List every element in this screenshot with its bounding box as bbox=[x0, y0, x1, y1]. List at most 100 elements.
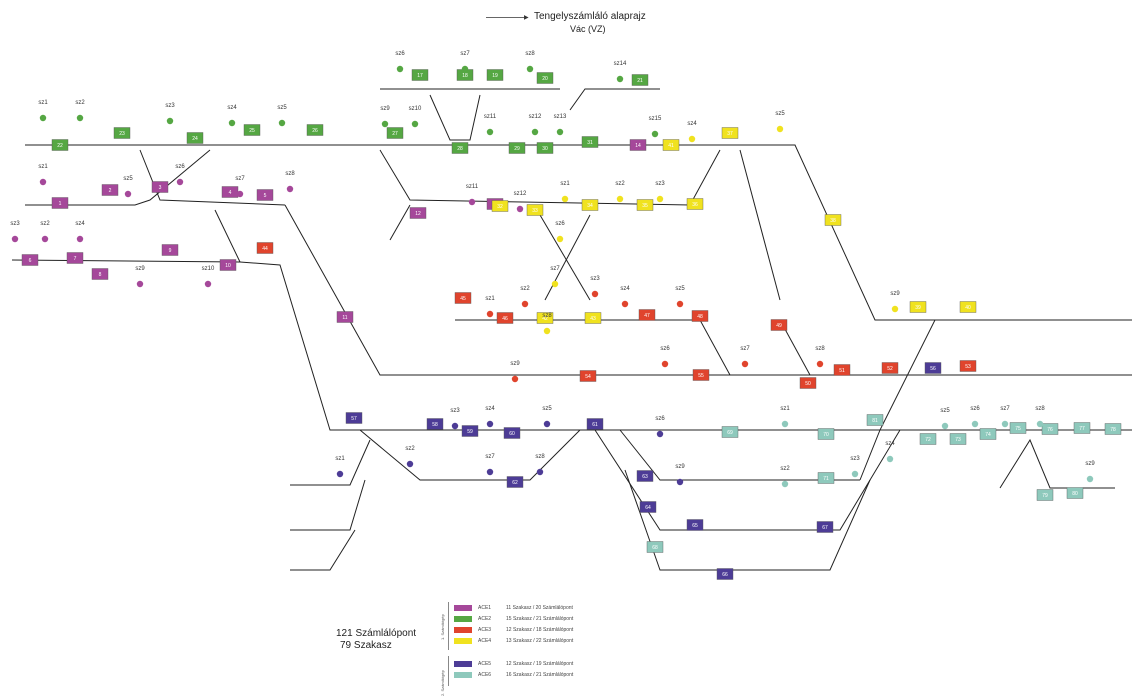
counting-point-label: sz4 bbox=[75, 221, 85, 227]
track-section-indigo bbox=[506, 476, 524, 488]
counting-point-label: sz6 bbox=[175, 164, 185, 170]
counting-point-label: sz5 bbox=[940, 408, 950, 414]
counting-point-purple bbox=[286, 185, 294, 193]
track-section-indigo bbox=[586, 418, 604, 430]
track-section-indigo bbox=[636, 470, 654, 482]
counting-point-teal bbox=[781, 420, 789, 428]
track-section-purple bbox=[151, 181, 169, 193]
track-section-label: 34 bbox=[587, 203, 593, 209]
track-section-purple bbox=[66, 252, 84, 264]
legend-code: ACE5 bbox=[478, 661, 492, 667]
track-section-label: 30 bbox=[542, 146, 548, 152]
counting-point-teal bbox=[886, 455, 894, 463]
track-line bbox=[619, 429, 860, 481]
track-section-label: 47 bbox=[644, 313, 650, 319]
track-section-label: 26 bbox=[312, 128, 318, 134]
track-section-teal bbox=[1041, 423, 1059, 435]
track-section-green bbox=[386, 127, 404, 139]
track-section-label: 29 bbox=[514, 146, 520, 152]
track-section-teal bbox=[1104, 423, 1122, 435]
counting-point-purple bbox=[76, 235, 84, 243]
counting-point-label: sz1 bbox=[335, 456, 345, 462]
track-section-label: 66 bbox=[722, 572, 728, 578]
track-section-label: 60 bbox=[509, 431, 515, 437]
counting-point-green bbox=[39, 114, 47, 122]
track-line bbox=[455, 319, 731, 376]
counting-point-label: sz9 bbox=[510, 361, 520, 367]
counting-point-teal bbox=[1086, 475, 1094, 483]
legend-item: ACE6 16 Szakasz / 21 Számlálópont bbox=[454, 671, 573, 679]
counting-point-yellow bbox=[556, 235, 564, 243]
track-section-purple bbox=[21, 254, 39, 266]
track-section-label: 36 bbox=[692, 202, 698, 208]
track-section-green bbox=[451, 142, 469, 154]
counting-point-label: sz3 bbox=[165, 103, 175, 109]
counting-point-teal bbox=[941, 422, 949, 430]
counting-point-indigo bbox=[336, 470, 344, 478]
track-section-label: 20 bbox=[542, 76, 548, 82]
counting-point-teal bbox=[781, 480, 789, 488]
counting-point-label: sz7 bbox=[235, 176, 245, 182]
track-section-label: 57 bbox=[351, 416, 357, 422]
counting-point-purple bbox=[236, 190, 244, 198]
counting-point-label: sz9 bbox=[135, 266, 145, 272]
legend-code: ACE4 bbox=[478, 638, 492, 644]
track-section-label: 48 bbox=[697, 314, 703, 320]
counting-point-indigo bbox=[656, 430, 664, 438]
counting-point-green bbox=[396, 65, 404, 73]
counting-point-purple bbox=[39, 178, 47, 186]
track-section-purple bbox=[101, 184, 119, 196]
counting-point-red bbox=[676, 300, 684, 308]
counting-point-yellow bbox=[891, 305, 899, 313]
arrow-right-icon: ▶ bbox=[524, 15, 529, 21]
counting-point-label: sz9 bbox=[890, 291, 900, 297]
counting-point-red bbox=[621, 300, 629, 308]
track-section-purple bbox=[51, 197, 69, 209]
counting-point-green bbox=[651, 130, 659, 138]
counting-point-red bbox=[661, 360, 669, 368]
counting-point-label: sz14 bbox=[614, 61, 627, 67]
counting-point-label: sz5 bbox=[675, 286, 685, 292]
track-section-label: 32 bbox=[497, 204, 503, 210]
counting-point-label: sz7 bbox=[550, 266, 560, 272]
counting-point-label: sz8 bbox=[535, 454, 545, 460]
counting-point-purple bbox=[516, 205, 524, 213]
track-section-label: 67 bbox=[822, 525, 828, 531]
track-section-red bbox=[454, 292, 472, 304]
counting-point-label: sz7 bbox=[460, 51, 470, 57]
track-section-label: 74 bbox=[985, 432, 991, 438]
track-section-teal bbox=[866, 414, 884, 426]
track-section-label: 19 bbox=[492, 73, 498, 79]
track-section-label: 35 bbox=[642, 203, 648, 209]
legend-group-bracket bbox=[448, 656, 449, 686]
track-line bbox=[25, 149, 211, 206]
track-section-label: 2 bbox=[109, 188, 112, 194]
track-section-teal bbox=[1009, 422, 1027, 434]
counting-point-label: sz4 bbox=[227, 105, 237, 111]
counting-point-label: sz8 bbox=[1035, 406, 1045, 412]
counting-point-green bbox=[531, 128, 539, 136]
track-section-purple bbox=[336, 311, 354, 323]
track-section-red bbox=[256, 242, 274, 254]
counting-point-indigo bbox=[486, 420, 494, 428]
track-section-label: 24 bbox=[192, 136, 198, 142]
track-section-teal bbox=[817, 472, 835, 484]
counting-point-label: sz3 bbox=[655, 181, 665, 187]
counting-point-label: sz5 bbox=[775, 111, 785, 117]
track-section-red bbox=[881, 362, 899, 374]
counting-point-label: sz9 bbox=[675, 464, 685, 470]
counting-point-yellow bbox=[688, 135, 696, 143]
counting-point-indigo bbox=[543, 420, 551, 428]
track-section-indigo bbox=[924, 362, 942, 374]
track-section-green bbox=[186, 132, 204, 144]
legend-group-label: 1. Számítógép bbox=[440, 614, 445, 640]
track-section-red bbox=[959, 360, 977, 372]
track-section-label: 77 bbox=[1079, 426, 1085, 432]
counting-point-green bbox=[411, 120, 419, 128]
track-section-label: 69 bbox=[727, 430, 733, 436]
legend-item: ACE1 11 Szakasz / 20 Számlálópont bbox=[454, 604, 573, 612]
counting-point-green bbox=[166, 117, 174, 125]
track-section-label: 21 bbox=[637, 78, 643, 84]
track-section-yellow bbox=[959, 301, 977, 313]
counting-point-indigo bbox=[536, 468, 544, 476]
